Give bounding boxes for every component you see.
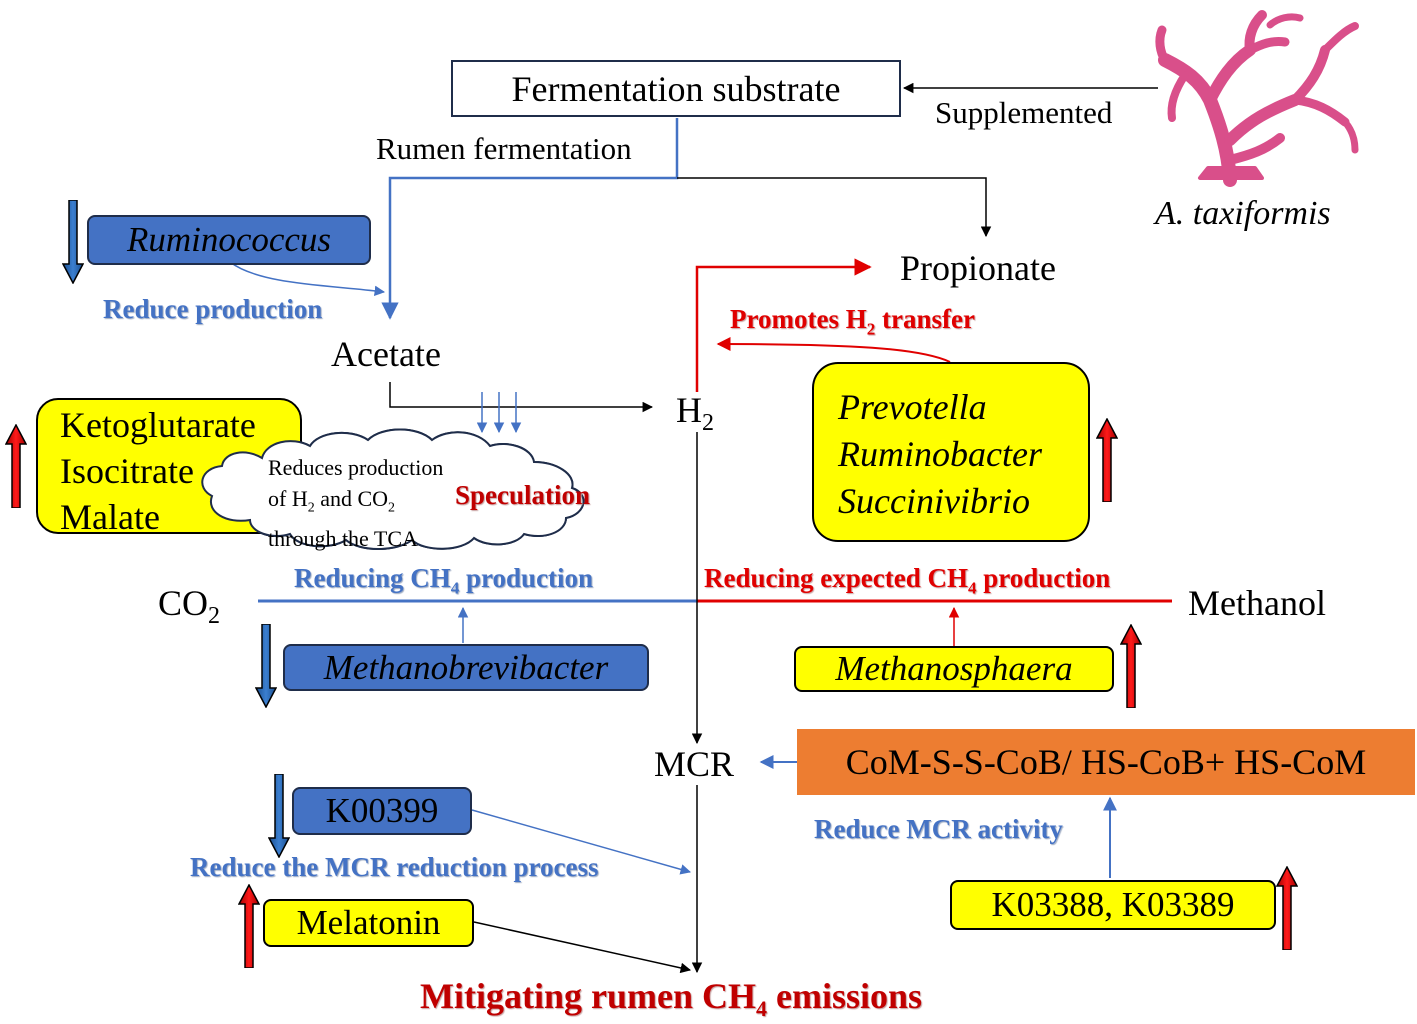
cofactors-label: CoM-S-S-CoB/ HS-CoB+ HS-CoM [845, 742, 1367, 782]
melatonin-box: Melatonin [263, 899, 474, 947]
reducing-expected-ch4-label: Reducing expected CH4 production [704, 563, 1111, 598]
seaweed-icon [1155, 10, 1359, 187]
h2-label: H2 [676, 390, 714, 437]
down-arrow-icon [62, 200, 84, 284]
mitigating-emissions-title: Mitigating rumen CH4 emissions [420, 976, 923, 1022]
ruminococcus-box: Ruminococcus [87, 215, 371, 265]
seaweed-name-label: A. taxiformis [1155, 195, 1331, 232]
k03388-label: K03388, K03389 [991, 885, 1235, 924]
mcr-label: MCR [654, 744, 735, 784]
acetate-label: Acetate [331, 334, 441, 374]
speculation-label: Speculation [455, 480, 591, 510]
prevotella-label: Prevotella [838, 387, 987, 427]
tca-intermediates-box: Ketoglutarate Isocitrate Malate [36, 398, 302, 537]
fermentation-substrate-label: Fermentation substrate [511, 68, 841, 109]
down-arrow-icon [255, 624, 277, 708]
rumen-fermentation-label: Rumen fermentation [376, 131, 632, 166]
up-arrow-icon [5, 424, 27, 508]
methanol-label: Methanol [1188, 583, 1326, 623]
methanosphaera-box: Methanosphaera [794, 646, 1114, 692]
up-arrow-icon [1276, 866, 1298, 950]
isocitrate-label: Isocitrate [60, 451, 194, 491]
reduce-mcr-reduction-label: Reduce the MCR reduction process [190, 852, 599, 882]
methanobrevibacter-box: Methanobrevibacter [283, 644, 649, 691]
reducing-ch4-production-label: Reducing CH4 production [294, 563, 594, 598]
supplemented-label: Supplemented [935, 95, 1113, 130]
ruminococcus-label: Ruminococcus [126, 220, 332, 259]
ketoglutarate-label: Ketoglutarate [60, 405, 256, 445]
up-arrow-icon [1120, 624, 1142, 708]
melatonin-label: Melatonin [296, 903, 441, 942]
propionate-label: Propionate [900, 248, 1056, 288]
up-arrow-icon [238, 884, 260, 968]
cloud-text: Reduces production of H2 and CO2 through… [268, 455, 444, 552]
reduce-production-label: Reduce production [103, 294, 323, 324]
down-arrow-icon [268, 774, 290, 858]
k00399-label: K00399 [325, 791, 439, 830]
malate-label: Malate [60, 497, 160, 537]
bacteria-box: Prevotella Ruminobacter Succinivibrio [812, 362, 1090, 542]
fermentation-substrate-box: Fermentation substrate [451, 60, 901, 117]
reduce-mcr-activity-label: Reduce MCR activity [814, 814, 1063, 844]
k00399-box: K00399 [292, 787, 472, 835]
up-arrow-icon [1096, 418, 1118, 502]
co2-label: CO2 [158, 583, 221, 630]
methanobrevibacter-label: Methanobrevibacter [323, 647, 609, 687]
methanosphaera-label: Methanosphaera [835, 649, 1073, 688]
ruminobacter-label: Ruminobacter [838, 434, 1042, 474]
promotes-h2-transfer-label: Promotes H2 transfer [730, 304, 975, 339]
k03388-box: K03388, K03389 [950, 880, 1276, 930]
cofactors-box: CoM-S-S-CoB/ HS-CoB+ HS-CoM [797, 729, 1415, 795]
succinivibrio-label: Succinivibrio [838, 481, 1030, 521]
